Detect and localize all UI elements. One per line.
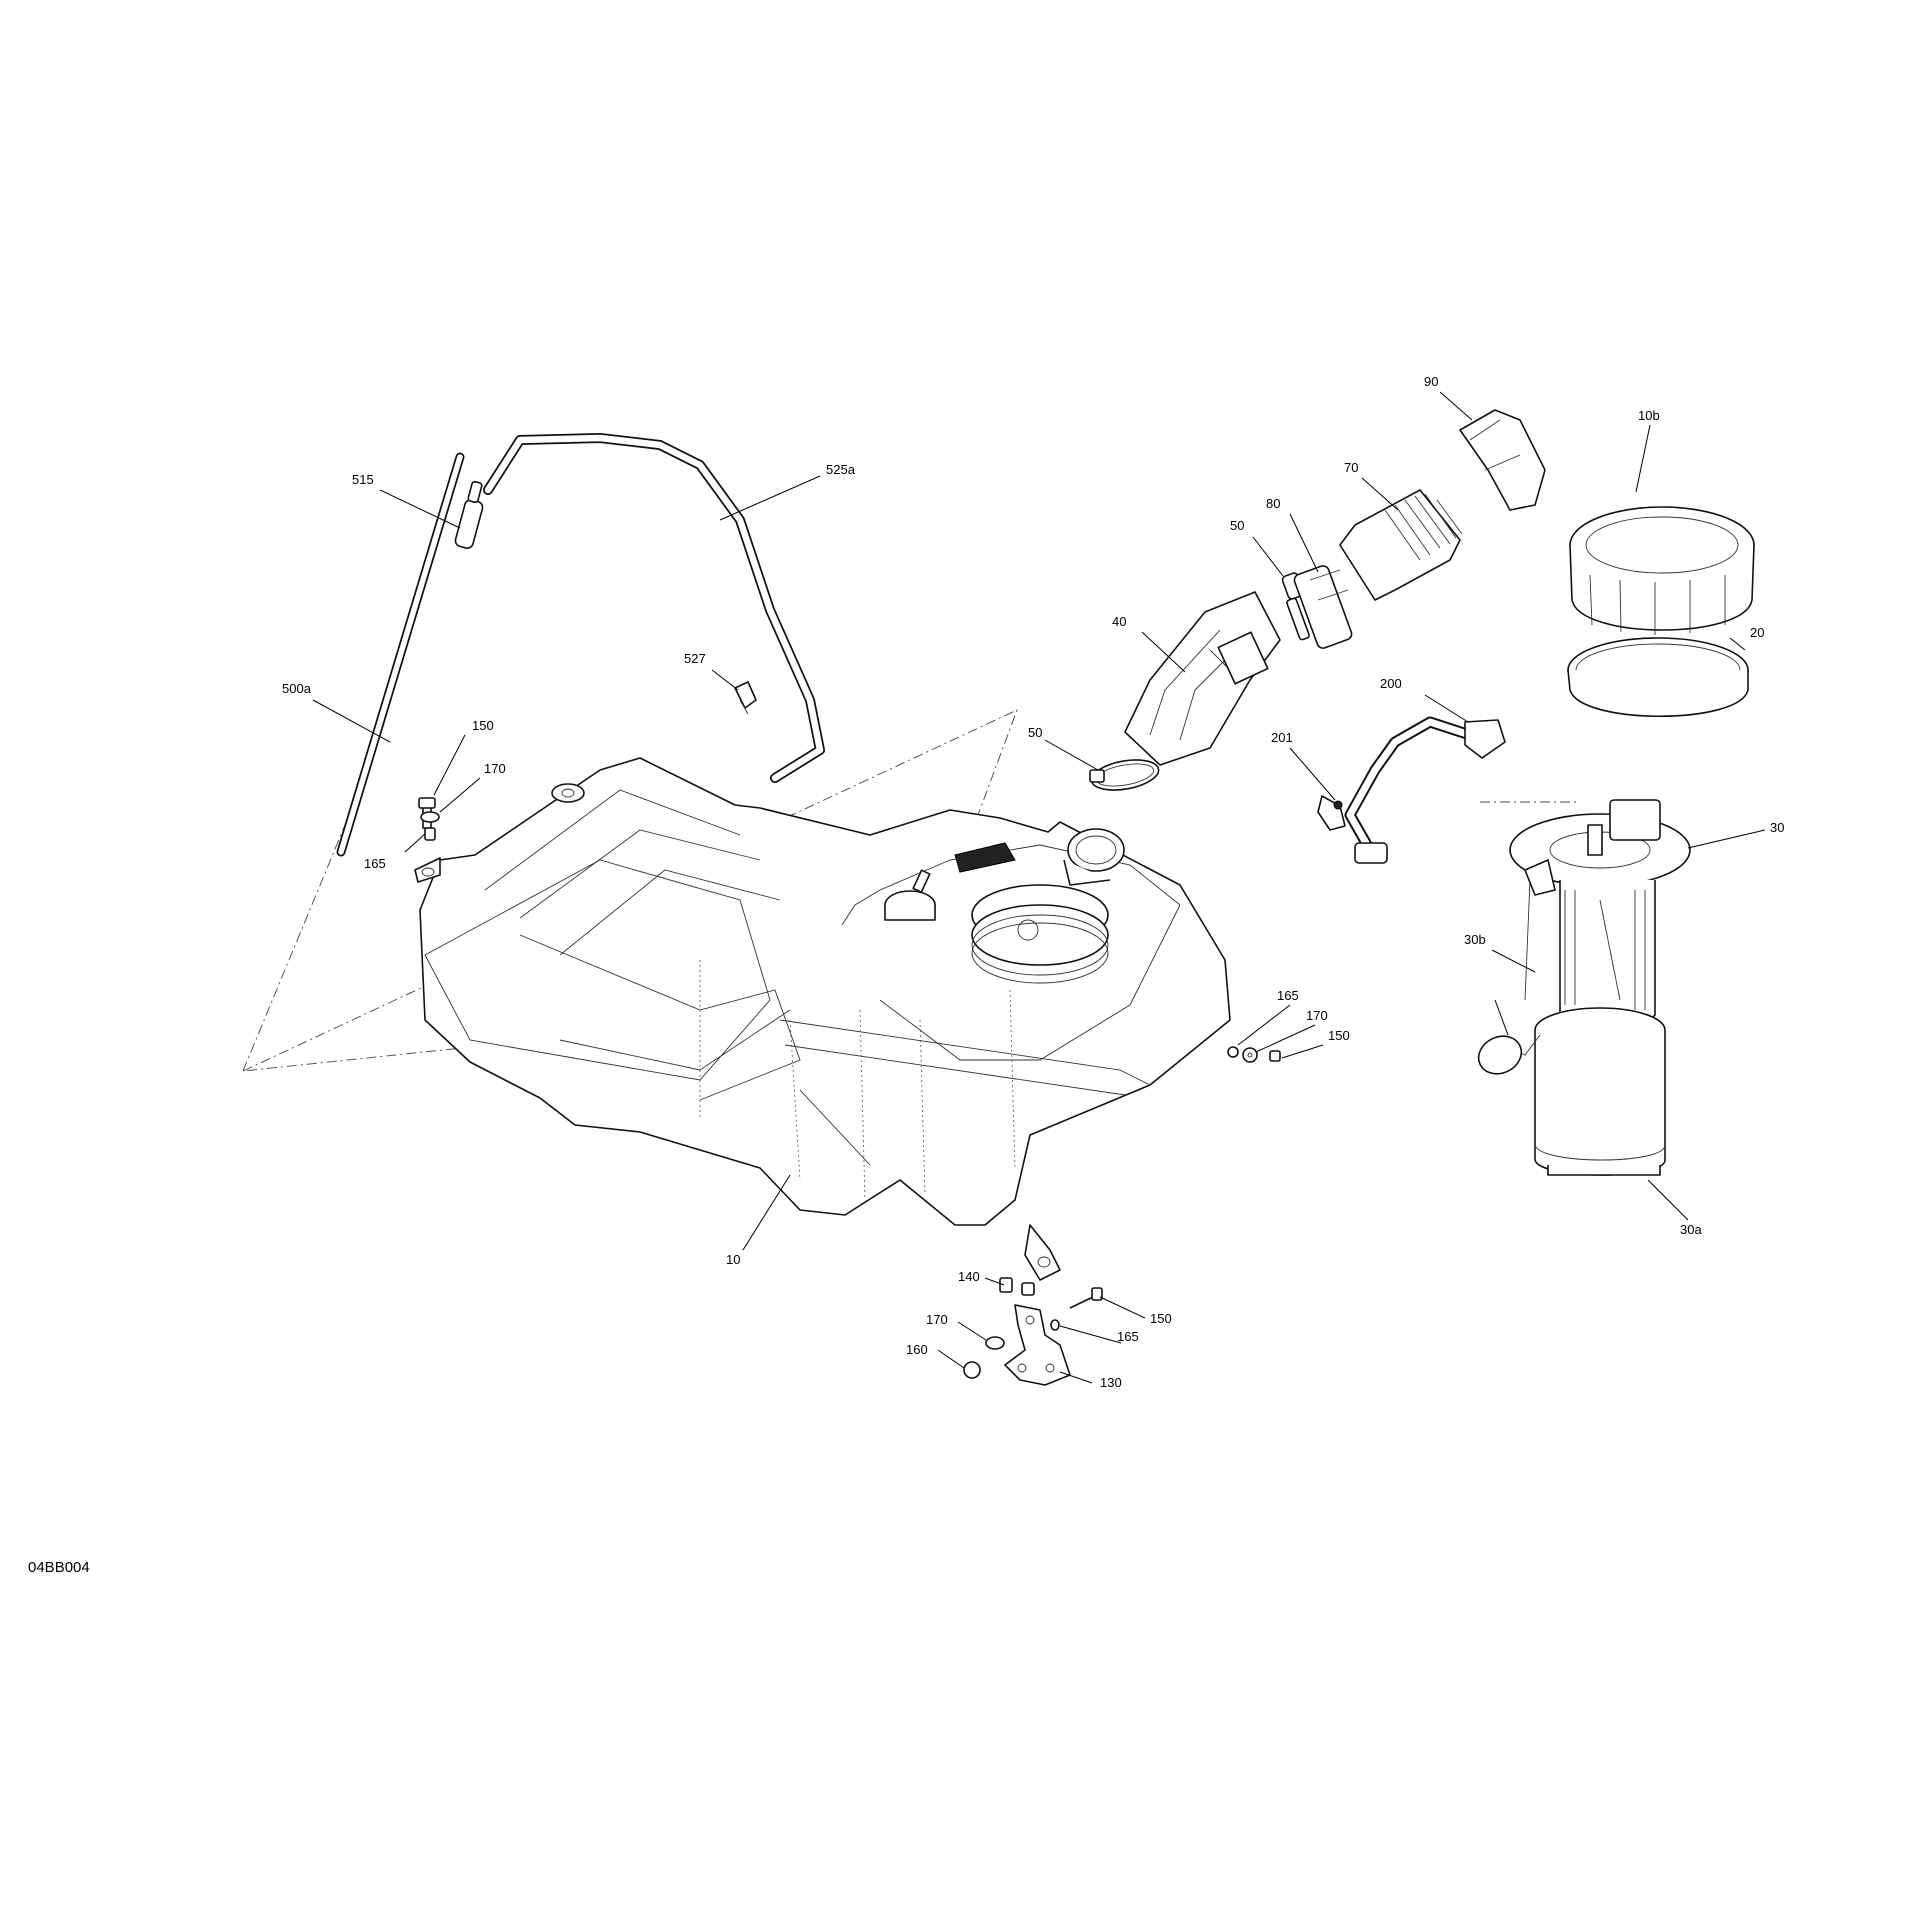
filler-neck[interactable]: [1124, 591, 1281, 766]
callout-170-right: 170: [1306, 1008, 1328, 1023]
check-valve[interactable]: [454, 480, 484, 549]
callout-500a: 500a: [282, 681, 312, 696]
retainer-strap[interactable]: [1293, 564, 1354, 650]
callout-150-bracket: 150: [1150, 1311, 1172, 1326]
callout-20: 20: [1750, 625, 1764, 640]
fuel-line[interactable]: [1344, 716, 1506, 864]
vent-tube[interactable]: [336, 452, 465, 857]
callout-150-right: 150: [1328, 1028, 1350, 1043]
callout-labels: 515 525a 527 500a 150 170 165 90 10b 70 …: [282, 374, 1784, 1390]
ring-seal[interactable]: [1567, 637, 1749, 718]
callout-30: 30: [1770, 820, 1784, 835]
hose-clip[interactable]: [734, 681, 757, 715]
callout-527: 527: [684, 651, 706, 666]
callout-30b: 30b: [1464, 932, 1486, 947]
fastener-group-right[interactable]: [1227, 1046, 1281, 1063]
callout-515: 515: [352, 472, 374, 487]
callout-80: 80: [1266, 496, 1280, 511]
fastener-group-left[interactable]: [418, 797, 440, 841]
callout-50-lower: 50: [1028, 725, 1042, 740]
callout-10b: 10b: [1638, 408, 1660, 423]
filler-spout[interactable]: [1339, 489, 1463, 601]
callout-70: 70: [1344, 460, 1358, 475]
callout-130: 130: [1100, 1375, 1122, 1390]
callout-165-right: 165: [1277, 988, 1299, 1003]
quick-connector[interactable]: [1317, 795, 1346, 831]
fuel-cap[interactable]: [1459, 409, 1546, 511]
bracket-hardware[interactable]: [963, 1277, 1103, 1379]
callout-200: 200: [1380, 676, 1402, 691]
callout-165-left: 165: [364, 856, 386, 871]
callout-201: 201: [1271, 730, 1293, 745]
hose-clamp-lower[interactable]: [1089, 755, 1161, 794]
fuel-tank[interactable]: [414, 757, 1231, 1281]
callout-160: 160: [906, 1342, 928, 1357]
callout-140: 140: [958, 1269, 980, 1284]
callout-10: 10: [726, 1252, 740, 1267]
callout-40: 40: [1112, 614, 1126, 629]
callout-30a: 30a: [1680, 1222, 1702, 1237]
callout-170-bracket: 170: [926, 1312, 948, 1327]
leader-lines: [312, 391, 1766, 1384]
callout-50-upper: 50: [1230, 518, 1244, 533]
lock-ring[interactable]: [1569, 506, 1755, 635]
callout-150-left: 150: [472, 718, 494, 733]
callout-525a: 525a: [826, 462, 856, 477]
vent-hose[interactable]: [483, 433, 825, 783]
callout-165-bracket: 165: [1117, 1329, 1139, 1344]
drawing-reference: 04BB004: [28, 1559, 90, 1576]
fuel-pump-module[interactable]: [1472, 799, 1691, 1176]
mounting-bracket[interactable]: [1004, 1304, 1071, 1386]
callout-170-left: 170: [484, 761, 506, 776]
callout-90: 90: [1424, 374, 1438, 389]
